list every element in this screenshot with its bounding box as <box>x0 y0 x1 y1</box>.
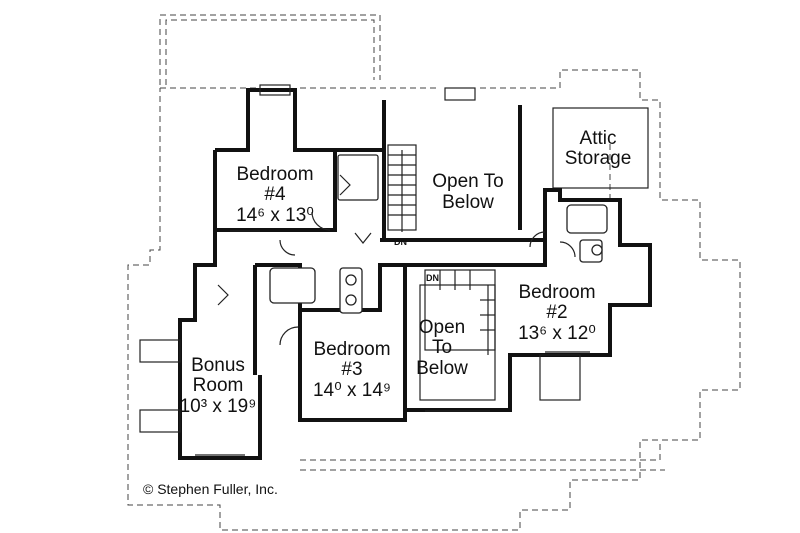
bedroom2-dims: 13⁶ x 12⁰ <box>518 323 596 344</box>
open-to-below-lower: Open To Below <box>416 317 468 379</box>
attic-storage: Attic Storage <box>565 128 632 169</box>
room-bedroom-3: Bedroom #3 14⁰ x 14⁹ <box>313 339 391 401</box>
windows <box>195 230 590 456</box>
open-upper-line2: Below <box>442 192 494 213</box>
open-lower-line3: Below <box>416 358 468 379</box>
bath-fixtures <box>269 154 608 314</box>
open-to-below-upper: Open To Below <box>432 171 503 213</box>
room-bonus: Bonus Room 10³ x 19⁹ <box>180 355 257 417</box>
bedroom4-dims: 14⁶ x 13⁰ <box>236 205 314 226</box>
bedroom3-name: Bedroom <box>313 339 390 360</box>
bedroom3-dims: 14⁰ x 14⁹ <box>313 380 391 401</box>
bedroom3-number: #3 <box>341 359 362 380</box>
stair-dn-lower: DN <box>426 273 439 283</box>
attic-name: Attic <box>580 128 617 149</box>
attic-name-2: Storage <box>565 148 632 169</box>
upper-stair <box>387 144 417 232</box>
dormers <box>139 84 581 433</box>
bonus-dims: 10³ x 19⁹ <box>180 396 257 417</box>
open-upper-line1: Open To <box>432 171 503 192</box>
stair-dn-upper: DN <box>394 237 407 247</box>
copyright-notice: © Stephen Fuller, Inc. <box>143 481 278 497</box>
bedroom2-number: #2 <box>546 302 567 323</box>
exterior-walls <box>178 88 652 460</box>
bonus-name: Bonus <box>191 355 245 376</box>
roof-outline <box>127 14 741 531</box>
open-lower-line1: Open <box>419 317 465 338</box>
lower-stair <box>419 269 496 401</box>
room-bedroom-2: Bedroom #2 13⁶ x 12⁰ <box>518 282 596 344</box>
attic-storage-box <box>552 107 649 189</box>
bedroom4-name: Bedroom <box>236 164 313 185</box>
room-bedroom-4: Bedroom #4 14⁶ x 13⁰ <box>236 164 314 226</box>
open-lower-line2: To <box>432 337 452 358</box>
bonus-name-2: Room <box>193 375 244 396</box>
doors <box>217 174 576 346</box>
bedroom4-number: #4 <box>264 184 286 205</box>
bedroom2-name: Bedroom <box>518 282 595 303</box>
